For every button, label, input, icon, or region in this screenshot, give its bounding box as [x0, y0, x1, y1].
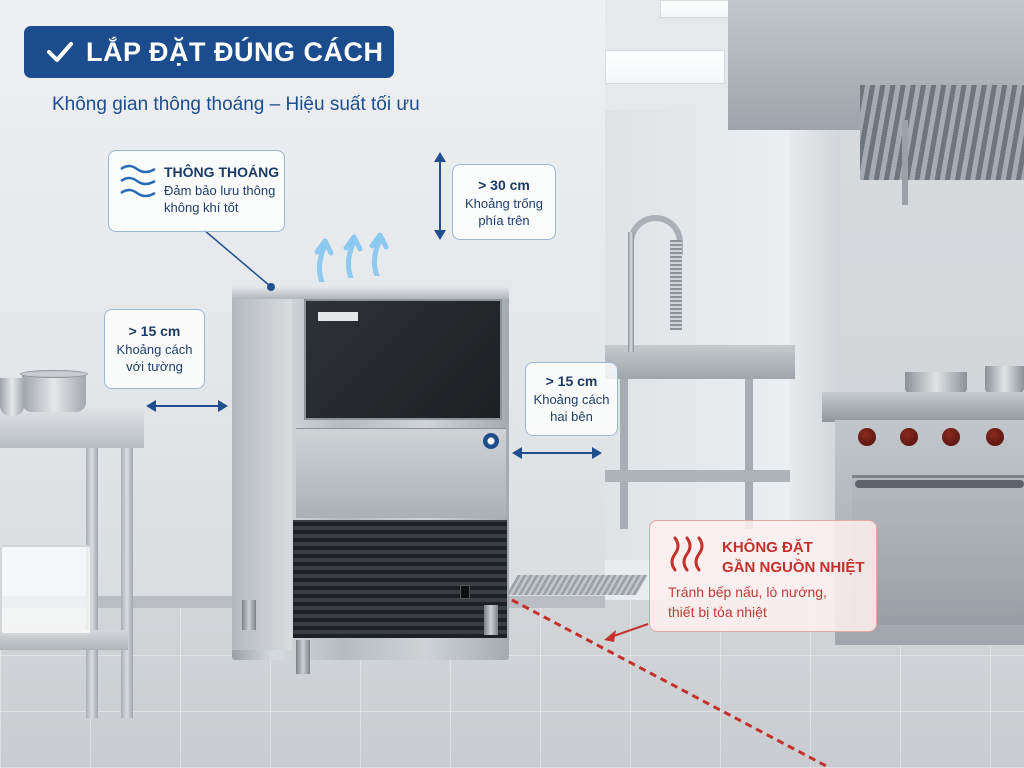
stove-knob	[858, 428, 876, 446]
warning-title-line2: GẦN NGUỒN NHIỆT	[722, 559, 865, 576]
checkmark-icon	[47, 42, 73, 62]
ice-machine-vent	[293, 520, 507, 638]
oven-handle	[855, 480, 1024, 488]
hood-filter	[860, 85, 1024, 180]
faucet-pipe	[628, 232, 634, 352]
ventilation-callout: THÔNG THOÁNG Đảm bảo lưu thông không khí…	[108, 150, 285, 232]
counter-leg	[745, 379, 753, 529]
airflow-icon	[120, 164, 156, 198]
stock-pot	[22, 374, 86, 412]
stove-knob	[942, 428, 960, 446]
machine-foot	[242, 600, 256, 630]
side-clearance-line2: hai bên	[550, 409, 593, 425]
stove-top	[822, 392, 1024, 422]
ceiling-light	[605, 50, 725, 84]
top-clearance-line2: phía trên	[478, 213, 530, 229]
warning-desc-line2: thiết bị tỏa nhiệt	[668, 603, 767, 620]
vertical-clearance-arrow-icon	[434, 152, 446, 240]
wall-clearance-line2: với tường	[126, 359, 183, 375]
side-clearance-callout: > 15 cm Khoảng cách hai bên	[525, 362, 618, 436]
leader-line	[203, 229, 275, 291]
side-clearance-line1: Khoảng cách	[533, 391, 610, 407]
faucet-spring	[670, 240, 682, 330]
ventilation-line1: Đảm bảo lưu thông	[164, 182, 276, 198]
warning-title-line1: KHÔNG ĐẶT	[722, 539, 813, 556]
page-subtitle: Không gian thông thoáng – Hiệu suất tối …	[52, 94, 420, 115]
ventilation-line2: không khí tốt	[164, 200, 239, 216]
saucepan	[905, 372, 967, 394]
airflow-arrow-icon	[369, 232, 389, 276]
top-clearance-callout: > 30 cm Khoảng trống phía trên	[452, 164, 556, 240]
ice-machine-logo	[318, 312, 358, 321]
ice-machine-badge	[483, 433, 499, 449]
airflow-arrow-icon	[314, 238, 334, 282]
wall-clearance-value: > 15 cm	[128, 323, 181, 339]
prep-table-leg	[121, 448, 133, 718]
stock-pot-rim	[20, 370, 88, 378]
warning-desc-line1: Tránh bếp nấu, lò nướng,	[668, 584, 827, 600]
side-clearance-value: > 15 cm	[545, 373, 598, 389]
prep-table-shelf	[0, 630, 128, 650]
counter-shelf	[605, 470, 790, 482]
counter-leg	[620, 379, 628, 529]
ice-machine-side	[232, 297, 292, 650]
stove-knob	[986, 428, 1004, 446]
heat-icon	[670, 536, 704, 572]
ice-bin-door	[296, 428, 506, 518]
sink-counter	[605, 345, 795, 379]
oven-door	[852, 475, 1024, 625]
top-clearance-value: > 30 cm	[478, 177, 530, 193]
page-title: LẮP ĐẶT ĐÚNG CÁCH	[86, 36, 384, 67]
side-clearance-arrow-icon	[512, 447, 602, 459]
prep-table-leg	[86, 448, 98, 718]
wall-clearance-line1: Khoảng cách	[116, 341, 193, 357]
sprinkler-pipe	[902, 120, 908, 205]
airflow-arrow-icon	[343, 234, 363, 278]
top-clearance-line1: Khoảng trống	[464, 195, 544, 211]
prep-table-top	[0, 408, 144, 448]
machine-foot	[296, 640, 310, 674]
machine-foot	[484, 605, 498, 635]
wall-clearance-callout: > 15 cm Khoảng cách với tường	[104, 309, 205, 389]
storage-bin	[0, 545, 92, 635]
stove-knob	[900, 428, 918, 446]
stock-pot	[0, 378, 24, 416]
wall-clearance-arrow-icon	[146, 400, 228, 412]
heat-warning-callout: KHÔNG ĐẶT GẦN NGUỒN NHIỆT Tránh bếp nấu,…	[649, 520, 877, 632]
ventilation-title: THÔNG THOÁNG	[164, 164, 280, 180]
power-switch	[460, 585, 470, 599]
title-banner: LẮP ĐẶT ĐÚNG CÁCH	[24, 26, 394, 78]
warning-description: Tránh bếp nấu, lò nướng, thiết bị tỏa nh…	[668, 583, 827, 622]
ice-machine-top	[232, 287, 509, 299]
saucepan	[985, 366, 1024, 394]
